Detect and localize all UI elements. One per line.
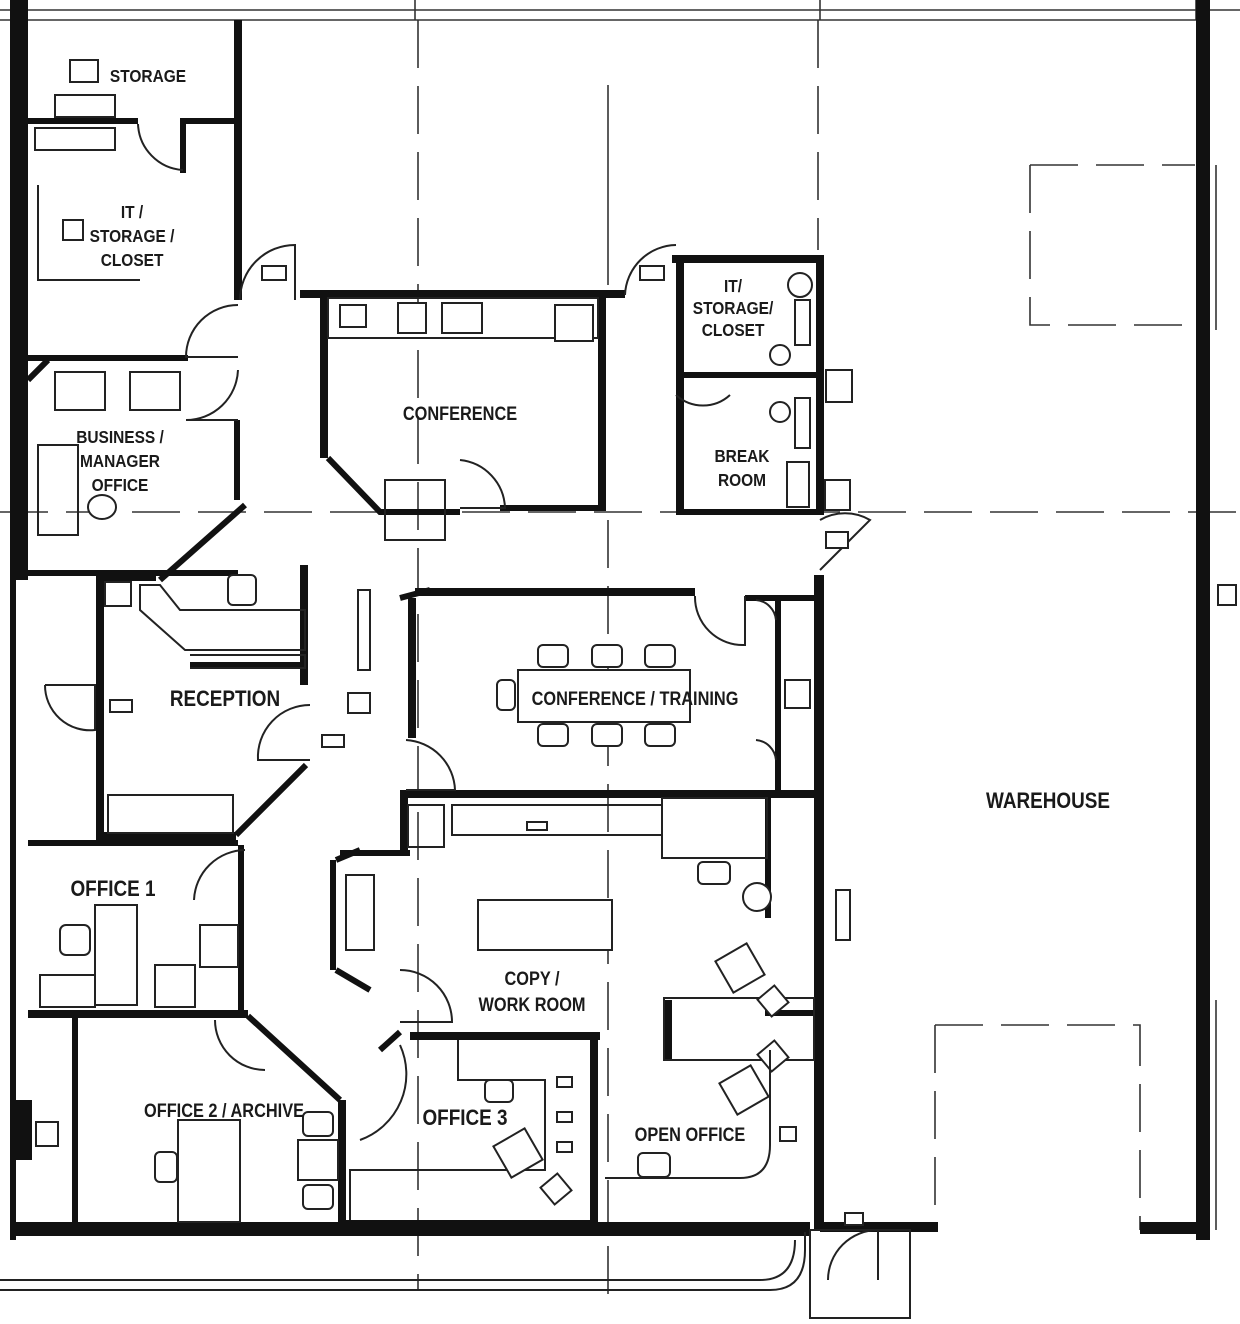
room-label-business-manager-office-line-1: BUSINESS / xyxy=(76,427,164,447)
room-labels: STORAGE IT / STORAGE / CLOSET BUSINESS / MANA… xyxy=(70,66,1110,1145)
room-label-it-storage-closet-west-line-1: IT / xyxy=(121,202,144,222)
room-label-it-storage-closet-west-line-3: CLOSET xyxy=(101,250,164,270)
room-label-copy-work-room-line-1: COPY / xyxy=(504,968,559,989)
room-label-break-room-line-2: ROOM xyxy=(718,470,766,490)
room-label-copy-work-room-line-2: WORK ROOM xyxy=(478,994,585,1015)
room-label-it-storage-closet-east-line-1: IT/ xyxy=(724,276,742,296)
room-label-it-storage-closet-east-line-3: CLOSET xyxy=(702,320,765,340)
interior-walls xyxy=(28,20,824,1230)
room-label-open-office: OPEN OFFICE xyxy=(635,1124,746,1145)
room-label-it-storage-closet-west-line-2: STORAGE / xyxy=(90,226,175,246)
exterior-walls xyxy=(10,0,1210,1240)
room-label-warehouse: WAREHOUSE xyxy=(986,789,1110,814)
room-label-business-manager-office-line-3: OFFICE xyxy=(92,475,149,495)
door-swings xyxy=(43,123,879,1281)
room-label-office-2-archive: OFFICE 2 / ARCHIVE xyxy=(144,1100,304,1121)
room-label-office-3: OFFICE 3 xyxy=(422,1106,507,1131)
angled-walls xyxy=(25,357,460,1103)
room-label-it-storage-closet-east-line-2: STORAGE/ xyxy=(693,298,774,318)
room-label-business-manager-office-line-2: MANAGER xyxy=(80,451,160,471)
room-label-conference: CONFERENCE xyxy=(403,403,517,424)
room-label-conference-training: CONFERENCE / TRAINING xyxy=(532,688,739,709)
warehouse-dock-outlines xyxy=(934,164,1195,1230)
room-label-break-room-line-1: BREAK xyxy=(715,446,770,466)
room-label-storage: STORAGE xyxy=(110,66,186,86)
furniture xyxy=(0,59,1237,1319)
room-label-office-1: OFFICE 1 xyxy=(70,877,155,902)
room-label-reception: RECEPTION xyxy=(170,687,280,712)
